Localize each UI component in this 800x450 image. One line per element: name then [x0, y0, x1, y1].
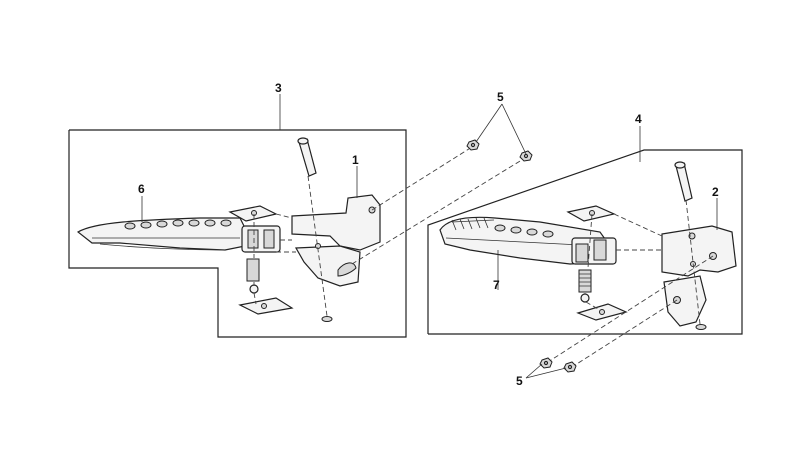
- callout-3: 3: [275, 81, 282, 95]
- nut-bottom-right: [563, 361, 577, 373]
- left-detent-spring: [246, 258, 260, 282]
- right-assembly-frame: [427, 149, 743, 335]
- left-pivot-pin: [297, 137, 317, 177]
- nut-top-left: [466, 139, 480, 151]
- right-footrest-peg: [439, 216, 617, 265]
- right-pivot-pin: [674, 161, 693, 202]
- left-footrest-peg: [76, 217, 281, 253]
- callout-5-bottom: 5: [516, 374, 523, 388]
- callout-4: 4: [635, 112, 642, 126]
- nut-top-right: [519, 150, 533, 162]
- left-bracket: [291, 194, 381, 287]
- left-assembly-guides: [253, 146, 526, 317]
- right-assembly-guides: [547, 199, 714, 368]
- leader-lines: [141, 94, 718, 379]
- callout-1: 1: [352, 153, 359, 167]
- callout-7: 7: [493, 278, 500, 292]
- left-pin-clip: [321, 316, 333, 322]
- right-pin-clip: [695, 324, 707, 330]
- left-detent-ball: [249, 284, 259, 294]
- nut-bottom-left: [539, 357, 553, 369]
- right-detent-ball: [580, 293, 590, 303]
- callout-6: 6: [138, 182, 145, 196]
- left-assembly-frame: [68, 129, 407, 338]
- right-detent-spring: [578, 269, 592, 293]
- callout-5-top: 5: [497, 90, 504, 104]
- right-bracket: [661, 225, 737, 327]
- callout-2: 2: [712, 185, 719, 199]
